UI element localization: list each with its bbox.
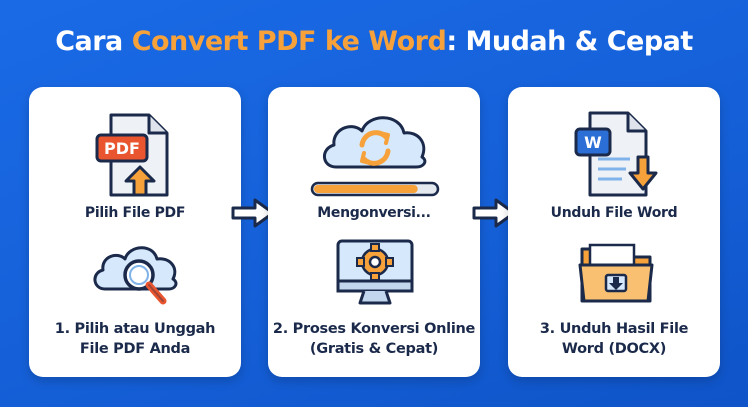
word-badge-text: W [584, 133, 602, 152]
step-2-top-label: Mengonversi... [317, 205, 431, 221]
step-card-3: W Unduh File Word 3. Unduh Hasil File Wo… [508, 87, 720, 377]
step-2-line-1: 2. Proses Konversi Online [272, 321, 476, 337]
right-arrow-icon [231, 198, 275, 228]
step-1-description: 1. Pilih atau Unggah File PDF Anda [29, 319, 241, 359]
cloud-sync-icon [323, 116, 427, 169]
progress-bar [310, 181, 440, 197]
pdf-file-upload-icon: PDF [95, 113, 169, 197]
step-2-line-2: (Gratis & Cepat) [309, 341, 439, 357]
folder-download-icon [578, 243, 654, 303]
title-suffix: : Mudah & Cepat [446, 26, 693, 57]
step-1-line-2: File PDF Anda [79, 341, 191, 357]
progress-fill [314, 185, 418, 193]
right-arrow-icon [472, 198, 516, 228]
monitor-gear-icon [336, 239, 414, 305]
step-card-1: PDF Pilih File PDF 1. Pilih atau Unggah … [29, 87, 241, 377]
step-3-top-label: Unduh File Word [550, 205, 678, 221]
pdf-badge-text: PDF [104, 139, 140, 158]
step-1-line-1: 1. Pilih atau Unggah [54, 321, 216, 337]
title-highlight: Convert PDF ke Word [131, 26, 447, 57]
cloud-search-icon [93, 246, 178, 305]
title-prefix: Cara [55, 26, 132, 57]
page-title: Cara Convert PDF ke Word: Mudah & Cepat [0, 26, 748, 57]
step-card-2: Mengonversi... 2. Proses Konversi Online… [268, 87, 480, 377]
step-3-line-2: Word (DOCX) [561, 341, 667, 357]
word-file-download-icon: W [574, 111, 658, 197]
step-3-description: 3. Unduh Hasil File Word (DOCX) [508, 319, 720, 359]
step-3-line-1: 3. Unduh Hasil File [539, 321, 689, 337]
step-1-top-label: Pilih File PDF [84, 205, 186, 221]
step-2-description: 2. Proses Konversi Online (Gratis & Cepa… [268, 319, 480, 359]
